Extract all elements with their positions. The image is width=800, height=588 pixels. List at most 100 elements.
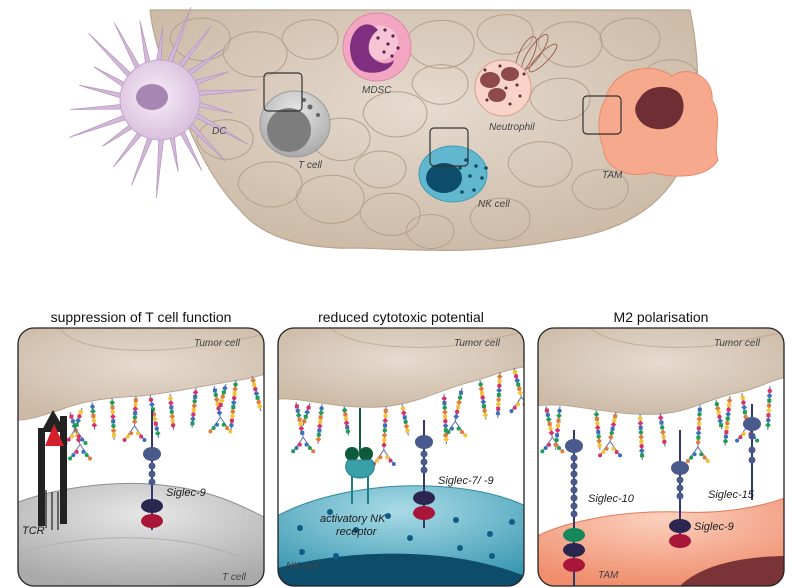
activatory-nk-receptor [345, 408, 375, 504]
granule [299, 549, 305, 555]
granule [391, 34, 395, 38]
dc-dendrite [178, 127, 203, 171]
siglec-15-tam [743, 404, 761, 500]
granule [458, 166, 462, 170]
granule [382, 50, 386, 54]
granule [474, 164, 478, 168]
label-t-cell: T cell [298, 160, 323, 171]
tumor-cell-outline [537, 21, 603, 68]
dc-dendrite [186, 119, 227, 162]
granule [453, 517, 459, 523]
granule [485, 98, 489, 102]
mdsc-cell: MDSC [342, 12, 412, 96]
granule [383, 28, 387, 32]
dc-dendrite [93, 66, 129, 90]
dc-dendrite [131, 133, 155, 186]
granule [468, 174, 472, 178]
label-siglec-15: Siglec-15 [708, 489, 755, 501]
granule [483, 68, 487, 72]
dc-dendrite [155, 25, 164, 65]
label-siglec-10: Siglec-10 [588, 493, 635, 505]
granule [484, 166, 488, 170]
granule [376, 36, 380, 40]
t-cell-nucleus [267, 108, 311, 152]
tumor-cell-outline [599, 17, 661, 62]
granule [515, 83, 519, 87]
dc-dendrite [102, 122, 137, 147]
tumor-cell-outline [222, 31, 288, 78]
granule [498, 64, 502, 68]
dc-dendrite [183, 48, 225, 78]
label-siglec-9-p1: Siglec-9 [166, 487, 206, 499]
granule [508, 102, 512, 106]
tumor-cell-outline [571, 169, 629, 210]
panel-2-title: reduced cytotoxic potential [318, 309, 484, 325]
zoom-box-nkcell [429, 127, 469, 167]
granule [386, 42, 390, 46]
dc-dendrite [165, 6, 192, 67]
dc-dendrite [70, 103, 126, 110]
siglec-10-tam [563, 430, 585, 586]
panel-nkcell: activatory NK receptor Siglec-7/ -9 Tumo… [277, 327, 525, 587]
granule [509, 519, 515, 525]
granule [385, 513, 391, 519]
dc-dendrite [194, 89, 258, 97]
neutrophil-cell: Neutrophil [474, 34, 558, 133]
granule [460, 190, 464, 194]
panel-3-tam-label: TAM [598, 570, 619, 581]
dc-dendrite [79, 84, 125, 100]
panel-3-title: M2 polarisation [614, 309, 709, 325]
tumor-cell-outline [469, 197, 531, 242]
label-receptor: receptor [336, 526, 378, 538]
panel-1-title: suppression of T cell function [51, 309, 232, 325]
panel-tam: Siglec-10 Siglec-9 Siglec-15 Tumor cell … [537, 327, 785, 587]
tumor-cell-outline [353, 150, 407, 189]
siglec-7-9-nkcell [413, 420, 435, 528]
granule [353, 527, 359, 533]
label-tam: TAM [602, 170, 623, 181]
granule [407, 535, 413, 541]
granule [522, 72, 526, 76]
dc-nucleus [136, 84, 168, 110]
granule [518, 94, 522, 98]
nk-cell: NK cell [418, 127, 510, 210]
dc-dendrite [113, 22, 142, 73]
dendritic-cell: DC [69, 6, 258, 198]
dc-dendrite [155, 135, 165, 198]
glycan-spray [291, 367, 524, 466]
tam-cell: TAM [582, 67, 719, 181]
granule [297, 525, 303, 531]
granule [487, 531, 493, 537]
label-siglec-7-9: Siglec-7/ -9 [438, 475, 494, 487]
granule [457, 545, 463, 551]
label-neutrophil: Neutrophil [489, 122, 535, 133]
siglec-9-tcell [141, 410, 163, 530]
zoom-box-tcell [263, 72, 303, 112]
tumor-cell-outline [507, 141, 573, 188]
granule [327, 509, 333, 515]
tumor-cell-outline [411, 64, 469, 105]
dc-dendrite [112, 129, 145, 168]
dc-dendrite [168, 132, 179, 172]
tcr-complex [38, 410, 67, 530]
granule [390, 54, 394, 58]
granule [333, 553, 339, 559]
granule [489, 553, 495, 559]
label-nk-cell: NK cell [478, 199, 510, 210]
dc-dendrite [69, 113, 130, 138]
dc-dendrite [195, 100, 233, 114]
dc-dendrite [175, 25, 212, 71]
tumor-cell-outline [237, 161, 303, 208]
nk-cell-nucleus [426, 163, 462, 193]
tumor-cell-outline [295, 174, 365, 224]
panel-2-nkcell-label: NK cell [286, 561, 318, 572]
tumor-cell-outline [476, 14, 534, 55]
dc-dendrite [139, 20, 152, 68]
zoom-box-tam [582, 95, 622, 135]
tumor-mass [149, 9, 699, 252]
tumor-cell-outline [405, 19, 475, 69]
tumor-cell-outline [405, 214, 455, 249]
panel-2-tumor-label: Tumor cell [454, 338, 501, 349]
label-activatory-nk: activatory NK [320, 513, 386, 525]
